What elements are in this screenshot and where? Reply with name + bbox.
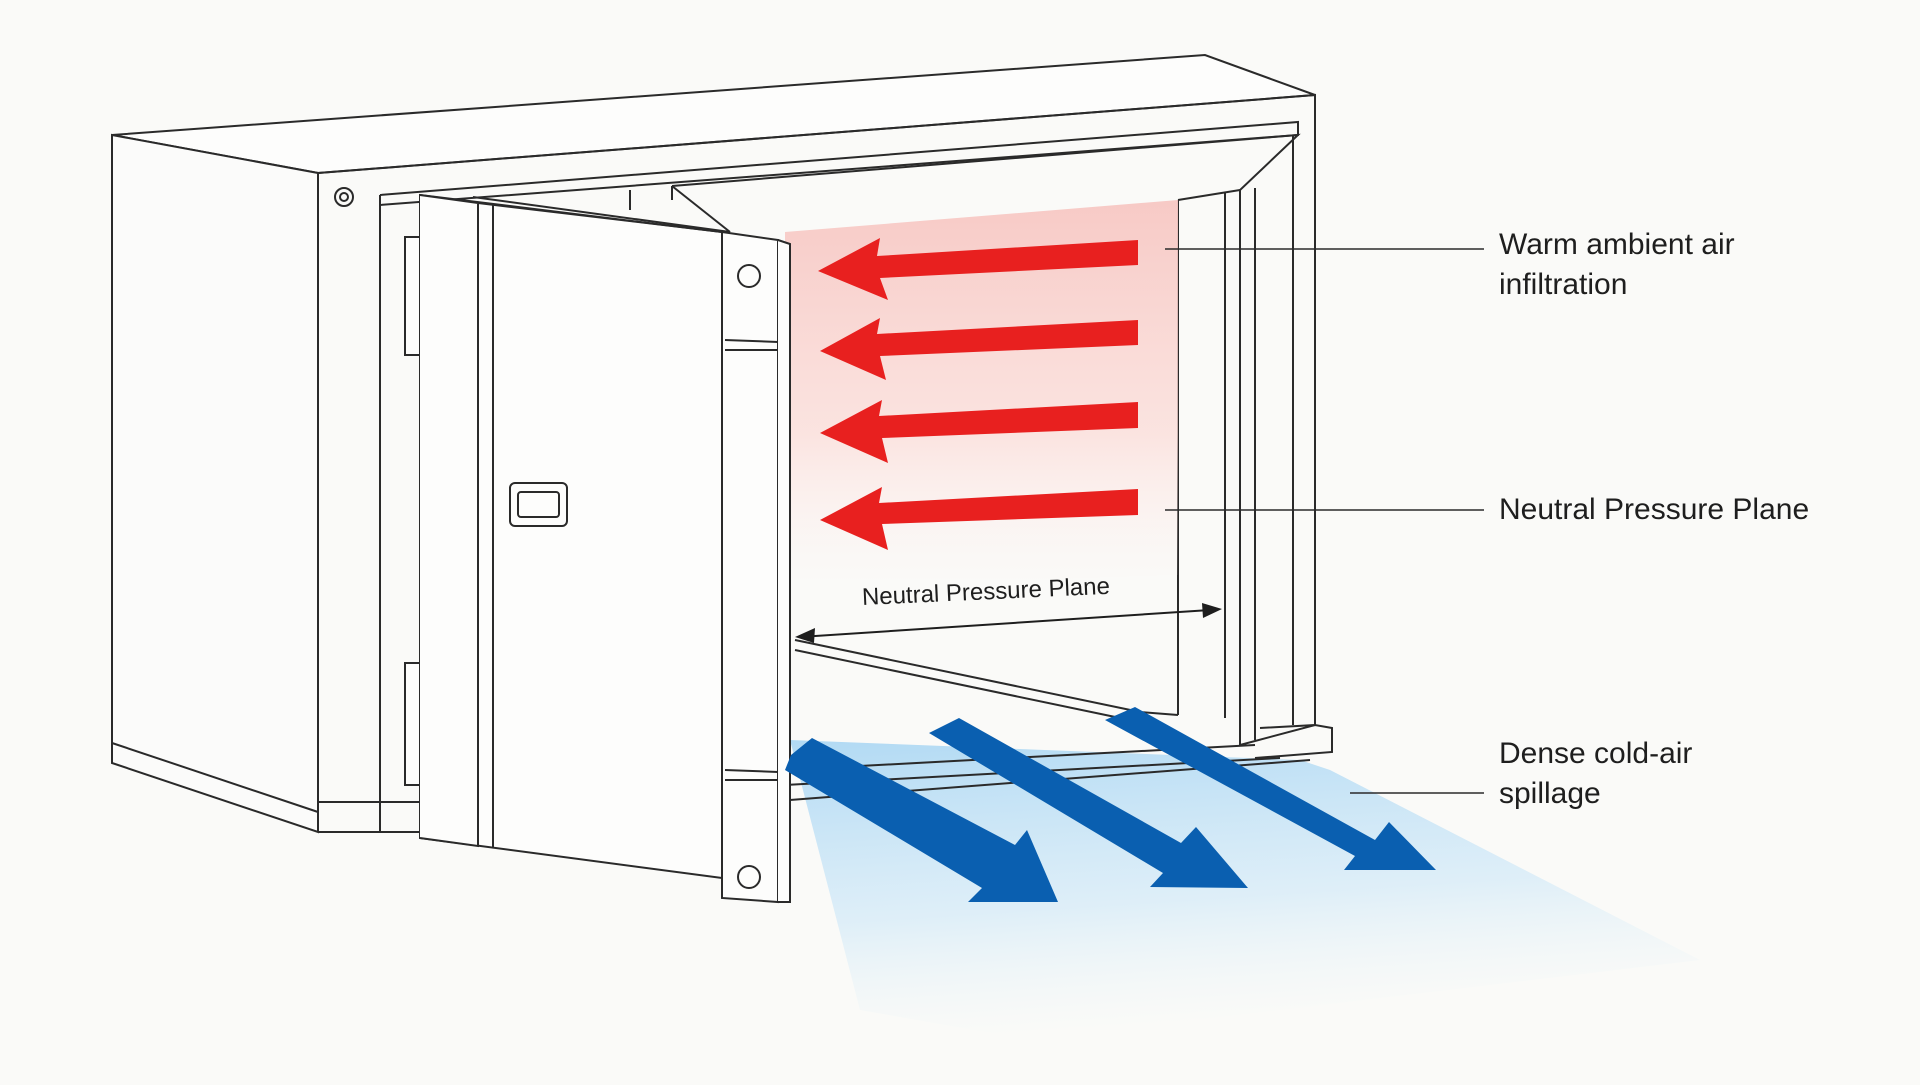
arrow-down-right-icon [1105, 707, 1436, 870]
neutral-plane-callout: Neutral Pressure Plane [1499, 493, 1810, 526]
open-door [419, 193, 791, 904]
cold-air-callout-line2: spillage [1499, 777, 1601, 810]
lower-hinge [404, 662, 422, 786]
cold-air-callout: Dense cold-air spillage [1499, 734, 1692, 814]
warm-air-callout: Warm ambient air infiltration [1499, 225, 1735, 305]
warm-air-callout-line1: Warm ambient air [1499, 228, 1735, 261]
arrow-down-right-icon [785, 738, 1058, 902]
warm-air-arrows [818, 238, 1138, 550]
neutral-plane-dimension [795, 603, 1222, 643]
cold-air-glow [790, 740, 1700, 1040]
arrow-left-icon [820, 400, 1138, 463]
arrow-down-right-icon [929, 718, 1248, 888]
cold-room-cabinet [111, 53, 1333, 834]
hinges [404, 236, 422, 786]
warm-air-callout-line2: infiltration [1499, 268, 1628, 301]
arrow-left-icon [818, 238, 1138, 300]
arrow-left-icon [820, 487, 1138, 550]
door-bolt-top [737, 264, 761, 288]
cold-air-arrows [785, 707, 1436, 902]
upper-hinge [404, 236, 422, 356]
arrow-left-icon [820, 318, 1138, 380]
door-bolt-bottom [737, 865, 761, 889]
callout-leaders [1165, 248, 1484, 794]
cold-air-callout-line1: Dense cold-air [1499, 737, 1693, 770]
